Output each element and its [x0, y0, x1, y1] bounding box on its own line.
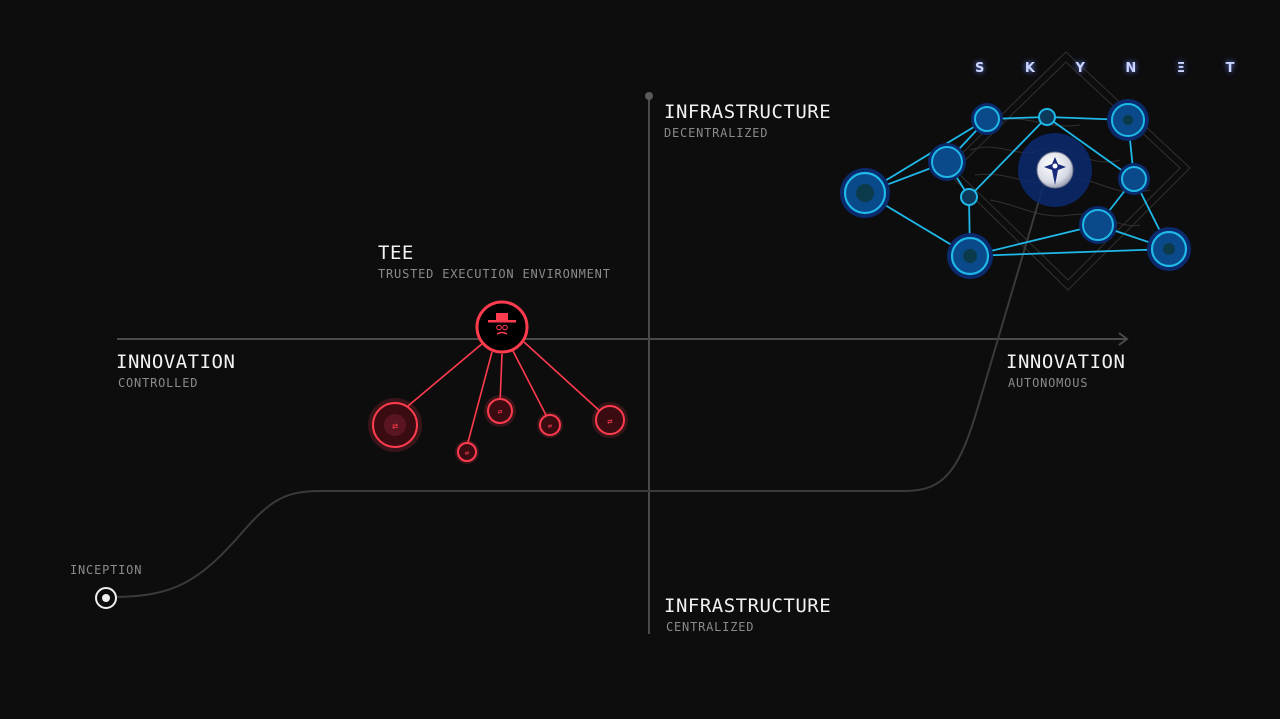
skynet-node[interactable] — [971, 103, 1003, 135]
skynet-node[interactable] — [840, 168, 890, 218]
tee-subtitle: TRUSTED EXECUTION ENVIRONMENT — [378, 267, 611, 281]
swap-arrows-icon: ⇄ — [498, 407, 503, 416]
swap-arrows-icon: ⇄ — [548, 422, 552, 430]
skynet-node[interactable] — [947, 233, 993, 279]
x-right-subtitle: AUTONOMOUS — [1008, 376, 1089, 390]
spy-hat-glasses-icon — [488, 313, 516, 335]
journey-path — [112, 179, 1046, 598]
y-top-title: INFRASTRUCTURE — [664, 101, 832, 123]
x-left-title: INNOVATION — [116, 351, 236, 373]
skynet-node[interactable] — [1147, 227, 1191, 271]
y-bottom-subtitle: CENTRALIZED — [666, 620, 755, 634]
y-axis — [645, 92, 653, 634]
tee-child-node[interactable]: ⇄ — [484, 395, 516, 427]
tee-hub-node[interactable] — [475, 300, 529, 354]
skynet-node[interactable] — [1107, 99, 1149, 141]
y-bottom-title: INFRASTRUCTURE — [664, 595, 832, 617]
swap-arrows-icon: ⇄ — [392, 421, 398, 432]
skynet-hub-node[interactable] — [1036, 151, 1074, 189]
skynet-node[interactable] — [1079, 206, 1117, 244]
y-top-subtitle: DECENTRALIZED — [664, 126, 769, 140]
tee-cluster: ⇄ ⇄ ⇄ ⇄ ⇄ — [368, 300, 628, 464]
x-axis — [117, 332, 1129, 346]
x-axis-right-label: INNOVATION AUTONOMOUS — [1006, 351, 1125, 391]
skynet-network — [840, 51, 1191, 291]
tee-label: TEE TRUSTED EXECUTION ENVIRONMENT — [378, 242, 611, 282]
inception-label: INCEPTION — [70, 563, 143, 577]
swap-arrows-icon: ⇄ — [465, 449, 469, 457]
swap-arrows-icon: ⇄ — [607, 417, 613, 427]
x-axis-left-label: INNOVATION CONTROLLED — [116, 351, 235, 391]
star-orb-icon — [1044, 157, 1066, 185]
tee-child-node[interactable]: ⇄ — [455, 440, 479, 464]
skynet-logo: S K Y N Ξ T — [975, 61, 1253, 76]
x-left-subtitle: CONTROLLED — [118, 376, 199, 390]
tee-child-node[interactable]: ⇄ — [537, 412, 563, 438]
tee-child-node[interactable]: ⇄ — [368, 398, 422, 452]
tee-title: TEE — [378, 242, 414, 264]
skynet-node[interactable] — [960, 188, 978, 206]
skynet-node[interactable] — [1038, 108, 1056, 126]
skynet-node[interactable] — [928, 143, 966, 181]
target-dot-icon[interactable] — [95, 587, 117, 609]
skynet-node[interactable] — [1118, 163, 1150, 195]
y-axis-top-label: INFRASTRUCTURE DECENTRALIZED — [664, 101, 831, 141]
x-right-title: INNOVATION — [1006, 351, 1126, 373]
tee-child-node[interactable]: ⇄ — [592, 402, 628, 438]
y-axis-bottom-label: INFRASTRUCTURE CENTRALIZED — [664, 595, 831, 635]
